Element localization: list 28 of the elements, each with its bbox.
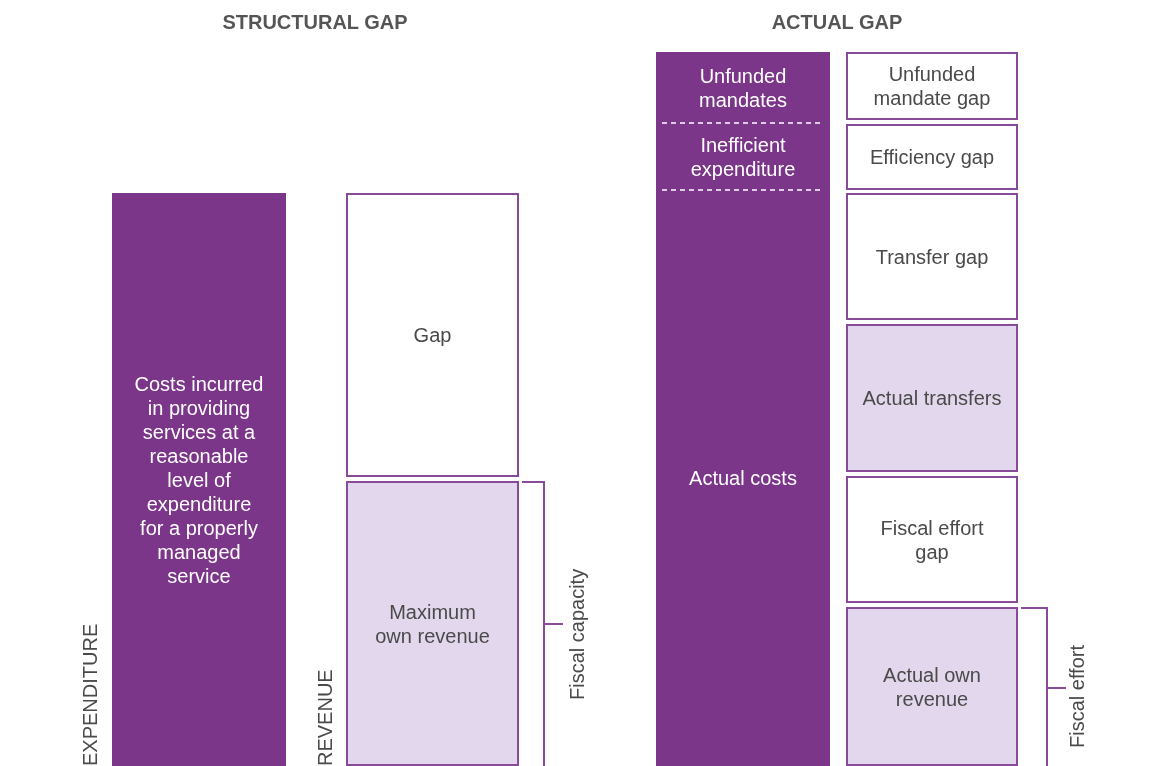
text: Costs incurred in providing services at a reasonable level of expenditure for a properly managed service bbox=[134, 371, 264, 588]
block bbox=[846, 52, 1018, 120]
heading: ACTUAL GAP bbox=[770, 10, 904, 34]
block bbox=[346, 193, 519, 477]
block bbox=[846, 193, 1018, 320]
text: Transfer gap bbox=[875, 244, 989, 269]
text: Inefficient expenditure bbox=[689, 132, 797, 181]
block bbox=[846, 124, 1018, 190]
axis-label: Fiscal effort bbox=[1065, 645, 1089, 748]
axis-label: EXPENDITURE bbox=[78, 623, 102, 766]
text: Maximum own revenue bbox=[374, 599, 491, 648]
bar bbox=[112, 193, 286, 766]
text: Actual own revenue bbox=[882, 662, 982, 711]
text: Efficiency gap bbox=[869, 145, 995, 169]
text: Actual costs bbox=[688, 466, 798, 490]
text: Unfunded mandates bbox=[698, 63, 788, 112]
text: Actual transfers bbox=[862, 386, 1002, 410]
axis-label: REVENUE bbox=[313, 669, 337, 766]
text: Fiscal effort gap bbox=[879, 515, 985, 564]
block bbox=[846, 324, 1018, 472]
bar bbox=[656, 52, 830, 766]
heading: STRUCTURAL GAP bbox=[221, 10, 409, 34]
axis-label: Fiscal capacity bbox=[565, 568, 589, 700]
block bbox=[846, 607, 1018, 766]
text: Gap bbox=[413, 323, 452, 347]
text: Unfunded mandate gap bbox=[872, 62, 992, 110]
block bbox=[346, 481, 519, 766]
block bbox=[846, 476, 1018, 603]
